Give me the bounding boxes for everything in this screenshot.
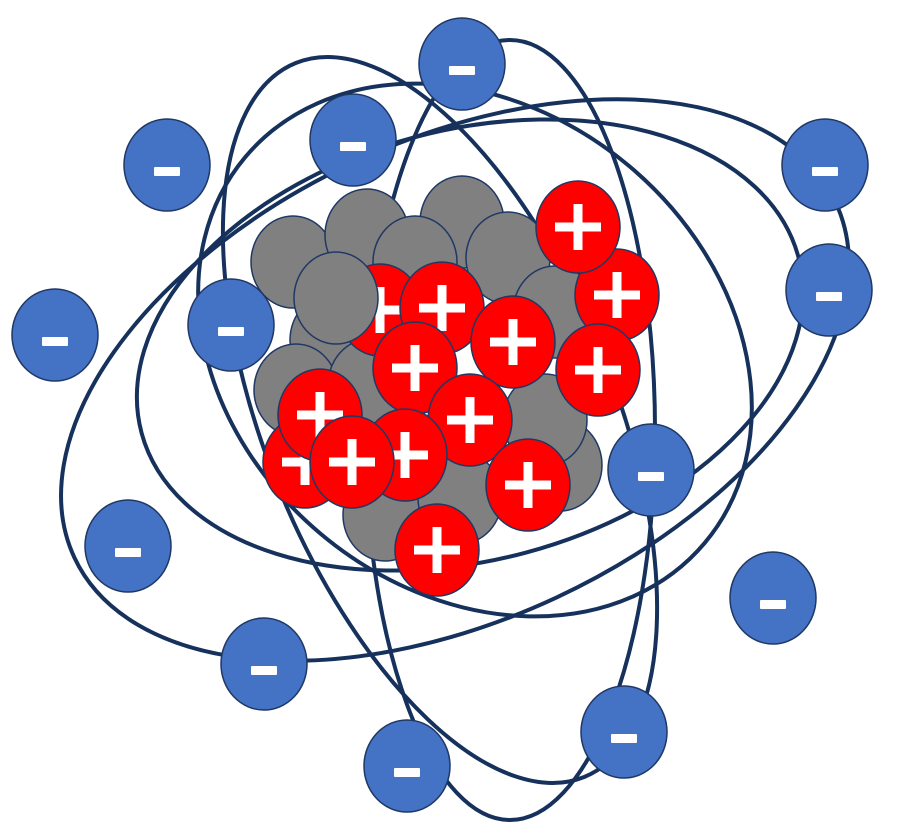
plus-sign-icon [414, 527, 460, 573]
plus-sign-icon [490, 319, 536, 365]
orbit-ring [196, 81, 754, 619]
electron [187, 278, 275, 372]
proton [485, 438, 571, 532]
plus-sign-icon [382, 432, 428, 478]
minus-sign-icon [394, 768, 420, 777]
plus-sign-icon [329, 439, 375, 485]
nucleus [250, 175, 660, 597]
minus-sign-icon [812, 167, 838, 176]
proton [372, 321, 458, 415]
electron [123, 118, 211, 212]
electron-body [607, 423, 695, 517]
plus-sign-icon [357, 287, 403, 333]
electron-body [781, 118, 869, 212]
neutron [293, 251, 379, 345]
electron-body [309, 93, 397, 187]
minus-sign-icon [115, 548, 141, 557]
electron-body [11, 288, 99, 382]
electron [11, 288, 99, 382]
proton [535, 180, 621, 274]
electron [309, 93, 397, 187]
minus-sign-icon [611, 734, 637, 743]
minus-sign-icon [218, 327, 244, 336]
minus-sign-icon [760, 600, 786, 609]
minus-sign-icon [638, 472, 664, 481]
minus-sign-icon [816, 292, 842, 301]
proton [470, 295, 556, 389]
plus-sign-icon [575, 347, 621, 393]
plus-sign-icon [419, 285, 465, 331]
electron-body [785, 243, 873, 337]
electron [363, 719, 451, 813]
minus-sign-icon [154, 167, 180, 176]
minus-sign-icon [449, 66, 475, 75]
electron-body [729, 551, 817, 645]
electron-body [84, 499, 172, 593]
plus-sign-icon [447, 397, 493, 443]
electron-body [418, 17, 506, 111]
electron-shell [11, 17, 873, 813]
electron-body [580, 685, 668, 779]
plus-sign-icon [555, 204, 601, 250]
proton [309, 415, 395, 509]
electron [220, 617, 308, 711]
electron [785, 243, 873, 337]
plus-sign-icon [282, 439, 328, 485]
electron [729, 551, 817, 645]
electron-body [363, 719, 451, 813]
proton [427, 373, 513, 467]
minus-sign-icon [340, 142, 366, 151]
plus-sign-icon [505, 462, 551, 508]
electron-body [123, 118, 211, 212]
plus-sign-icon [297, 392, 343, 438]
minus-sign-icon [42, 337, 68, 346]
plus-sign-icon [594, 272, 640, 318]
electron [607, 423, 695, 517]
electron [84, 499, 172, 593]
electron [781, 118, 869, 212]
proton [394, 503, 480, 597]
proton [555, 323, 641, 417]
electron-body [187, 278, 275, 372]
electron-body [220, 617, 308, 711]
electron [580, 685, 668, 779]
minus-sign-icon [251, 666, 277, 675]
electron [418, 17, 506, 111]
plus-sign-icon [392, 345, 438, 391]
